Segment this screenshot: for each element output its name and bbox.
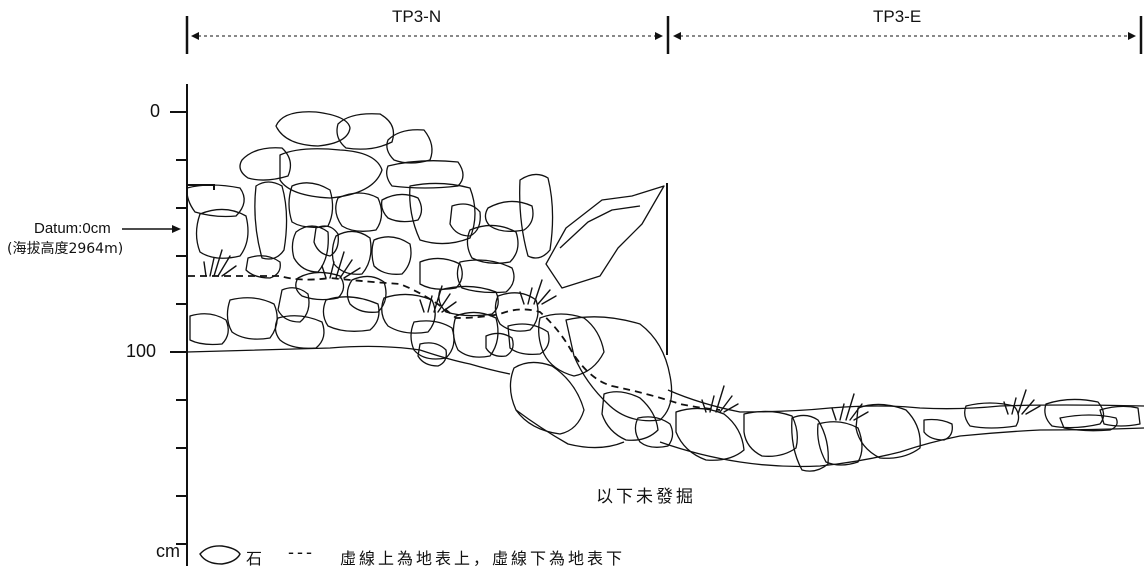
depth-axis xyxy=(170,84,188,566)
legend-dash-label: 虛線上為地表上，虛線下為地表下 xyxy=(340,549,626,568)
legend-stone-label: 石 xyxy=(246,549,263,568)
legend-dash-symbol: --- xyxy=(288,542,315,562)
section-label-tp3-n: TP3-N xyxy=(392,7,442,26)
unexcavated-annotation: 以下未發掘 xyxy=(596,487,696,507)
datum-label: Datum:0cm xyxy=(34,220,111,237)
depth-tick-label-0: 0 xyxy=(150,101,161,121)
legend-stone-icon xyxy=(199,545,241,565)
stone-outlines xyxy=(186,111,1145,472)
datum-arrow xyxy=(122,225,181,233)
surface-line xyxy=(188,275,721,411)
depth-tick-label-100: 100 xyxy=(126,341,157,361)
datum-elevation-label: (海拔高度2964m) xyxy=(7,241,124,257)
depth-unit-label: cm xyxy=(156,541,180,561)
section-dimension-lines xyxy=(185,16,1143,54)
section-label-tp3-e: TP3-E xyxy=(873,7,922,26)
grass-tufts xyxy=(203,249,1041,421)
